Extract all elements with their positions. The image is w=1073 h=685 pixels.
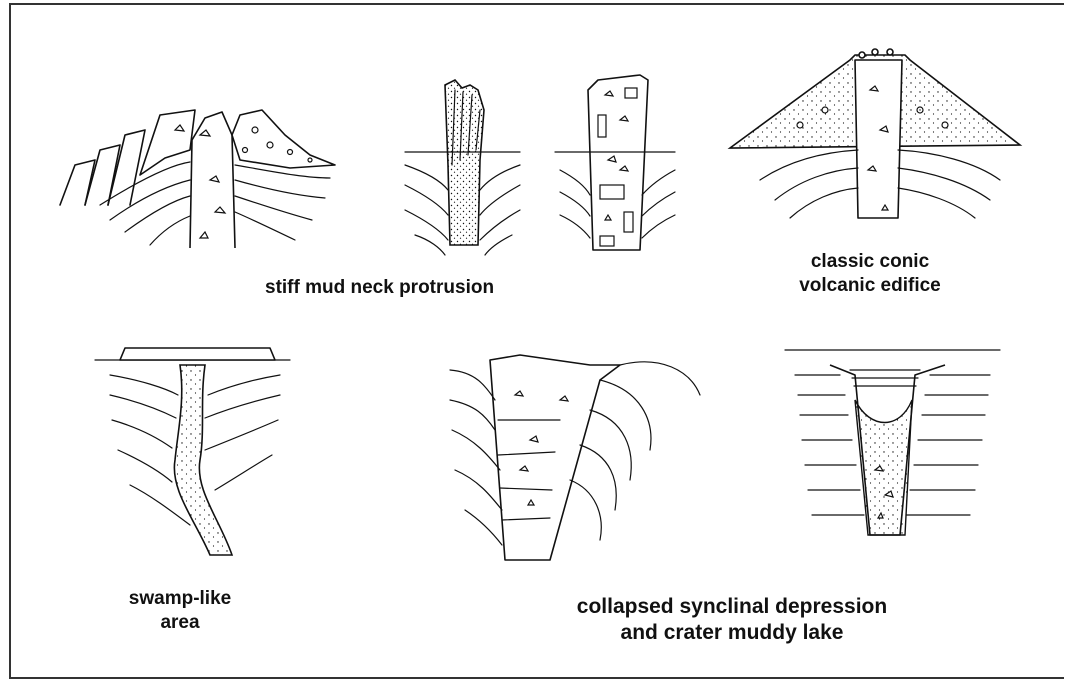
- caption-line: swamp-like: [120, 587, 240, 611]
- caption-line: and crater muddy lake: [537, 620, 927, 646]
- caption-line: classic conic: [795, 250, 945, 274]
- sketch-conic-edifice: [730, 49, 1020, 218]
- caption-swamp-like-area: swamp-like area: [120, 587, 240, 635]
- sketch-tilted-blocks: [60, 110, 335, 248]
- caption-line: collapsed synclinal depression: [537, 594, 927, 620]
- caption-classic-conic: classic conic volcanic edifice: [795, 250, 945, 298]
- sketch-tall-neck: [555, 75, 675, 250]
- sketch-collapsed-syncline: [450, 355, 700, 560]
- sketch-stippled-neck: [405, 80, 520, 255]
- caption-collapsed-synclinal: collapsed synclinal depression and crate…: [537, 594, 927, 647]
- sketch-swamp: [95, 348, 290, 555]
- caption-line: area: [120, 611, 240, 635]
- caption-line: volcanic edifice: [795, 274, 945, 298]
- sketch-crater-lake: [785, 350, 1000, 535]
- caption-stiff-mud-neck: stiff mud neck protrusion: [265, 276, 494, 300]
